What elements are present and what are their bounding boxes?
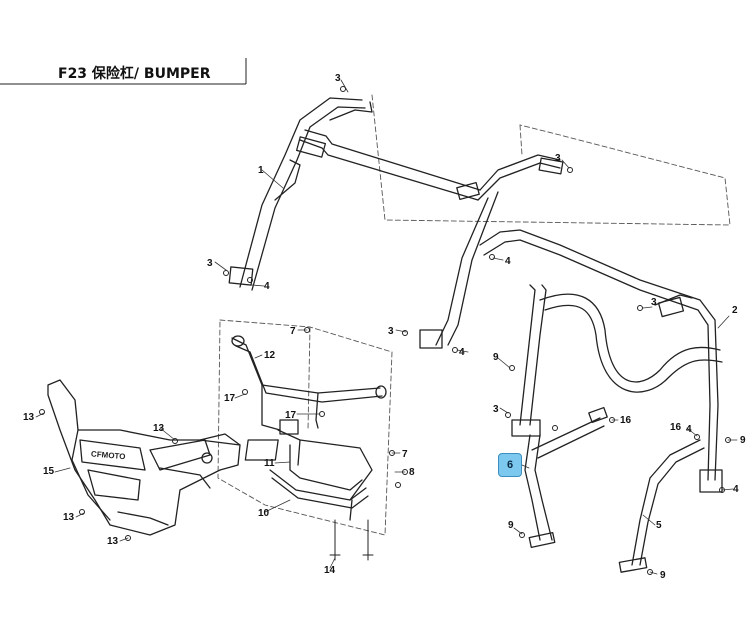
callout-3: 3: [555, 153, 561, 164]
callout-9: 9: [508, 520, 514, 531]
callout-9: 9: [660, 570, 666, 581]
page-title: F23 保险杠/ BUMPER: [58, 66, 211, 82]
callout-17: 17: [224, 393, 236, 404]
callout-15: 15: [43, 466, 55, 477]
title-frame: [0, 58, 247, 85]
callout-3: 3: [207, 258, 213, 269]
callout-11: 11: [264, 458, 275, 469]
front-guard-part-10: [269, 469, 369, 521]
callout-4: 4: [686, 424, 692, 435]
fasteners: [39, 86, 731, 575]
callout-3: 3: [493, 404, 499, 415]
callout-4: 4: [505, 256, 511, 267]
front-upper-bar-part-12: [231, 335, 387, 431]
callout-labels: 1 2 3 3 3 3 3 3 4 4 4 4 4 5 7 7 8 9 9 9 …: [23, 73, 746, 581]
callout-1: 1: [258, 165, 264, 176]
callout-7: 7: [402, 449, 408, 460]
callout-2: 2: [732, 305, 738, 316]
callout-13: 13: [107, 536, 119, 547]
leader-lines: [35, 79, 738, 575]
callout-3: 3: [388, 326, 394, 337]
callout-4: 4: [459, 347, 465, 358]
callout-12: 12: [264, 350, 276, 361]
callout-13: 13: [153, 423, 165, 434]
callout-17: 17: [285, 410, 297, 421]
assembly-outline-roof: [371, 94, 731, 226]
callout-16: 16: [670, 422, 682, 433]
callout-13: 13: [23, 412, 35, 423]
callout-3: 3: [651, 297, 657, 308]
assembly-outline-front: [217, 319, 393, 536]
roll-cage-frame-part-1: [228, 97, 564, 349]
callout-9: 9: [493, 352, 499, 363]
callout-13: 13: [63, 512, 75, 523]
callout-4: 4: [264, 281, 270, 292]
callout-16: 16: [620, 415, 632, 426]
callout-5: 5: [656, 520, 662, 531]
front-bumper-part-15: [47, 379, 241, 536]
side-bar-part-5: [618, 439, 705, 573]
callout-7: 7: [290, 326, 296, 337]
callout-6-highlighted[interactable]: 6: [498, 453, 522, 477]
lower-brace-part-6: [524, 406, 608, 549]
callout-10: 10: [258, 508, 270, 519]
rear-cage-part-2: [479, 229, 723, 493]
callout-4: 4: [733, 484, 739, 495]
callout-9: 9: [740, 435, 746, 446]
bumper-brand-mark: CFMOTO: [91, 449, 126, 461]
callout-3: 3: [335, 73, 341, 84]
callout-14: 14: [324, 565, 336, 576]
callout-8: 8: [409, 467, 415, 478]
